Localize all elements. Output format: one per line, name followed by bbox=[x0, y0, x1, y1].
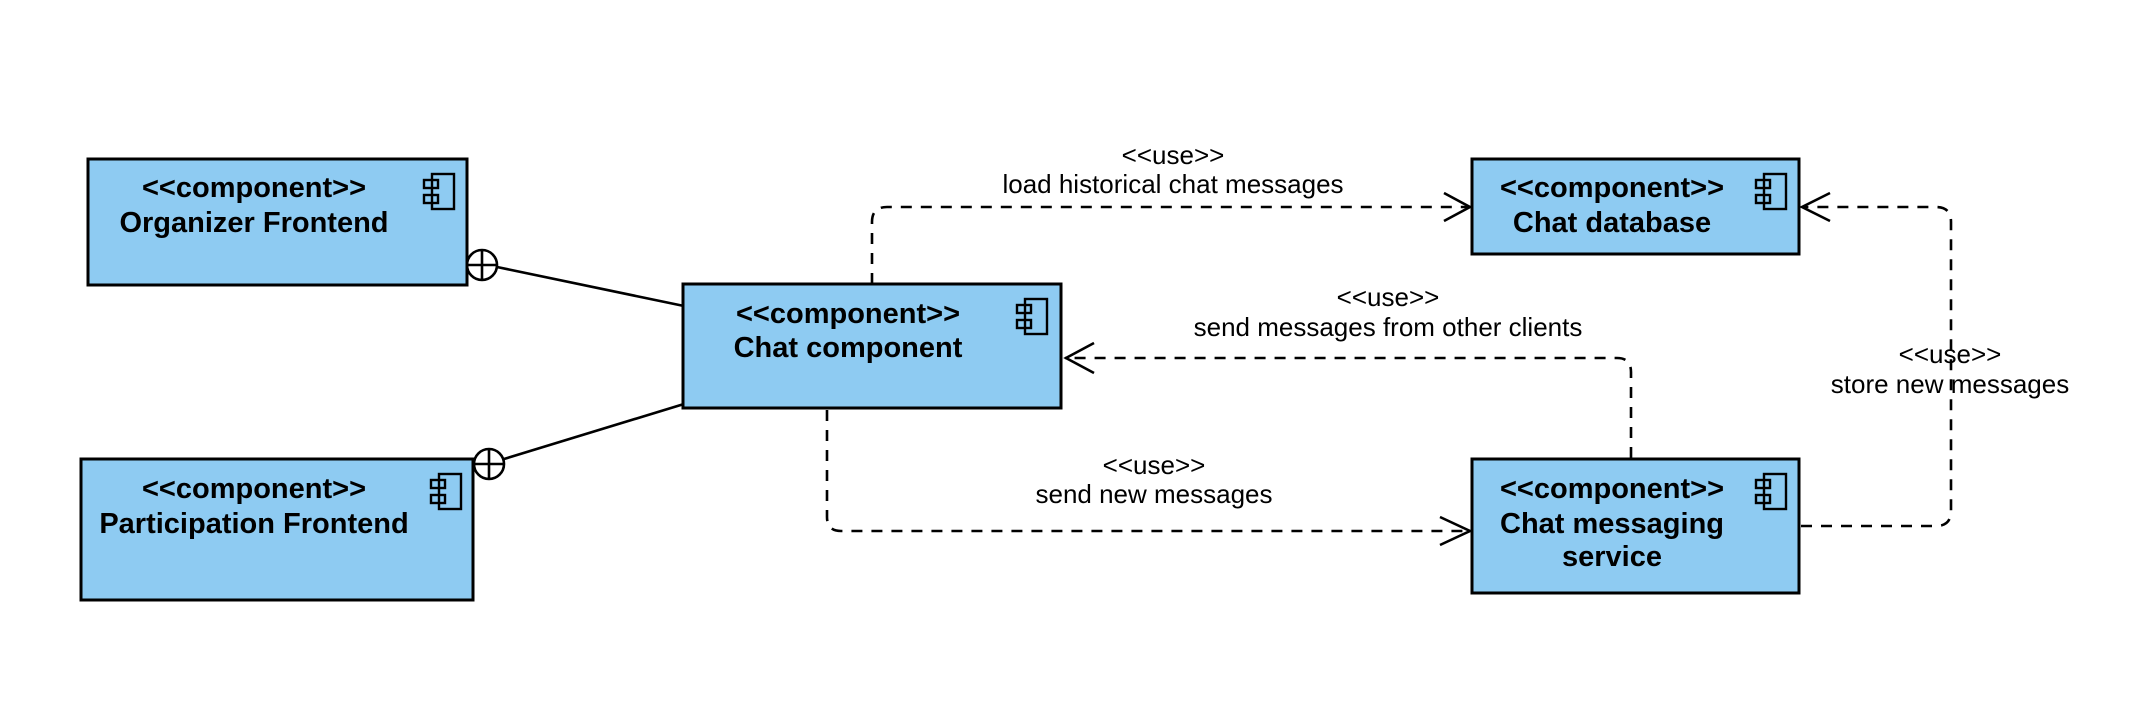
dependency-send-new-stereotype: <<use>> bbox=[1103, 450, 1206, 480]
component-stereotype: <<component>> bbox=[1500, 473, 1724, 505]
component-name: Chat component bbox=[734, 332, 963, 364]
dependency-store-new bbox=[1799, 191, 1953, 528]
component-icon bbox=[1754, 472, 1788, 511]
component-name: Organizer Frontend bbox=[119, 207, 388, 239]
component-stereotype: <<component>> bbox=[1500, 172, 1724, 204]
component-chat-component[interactable]: <<component>> Chat component bbox=[681, 282, 1063, 410]
dependency-load-history-label: load historical chat messages bbox=[1002, 169, 1343, 199]
component-chat-messaging-service[interactable]: <<component>> Chat messaging service bbox=[1470, 457, 1801, 595]
component-name: Participation Frontend bbox=[99, 508, 408, 540]
dependency-store-new-label: store new messages bbox=[1831, 369, 2069, 399]
dependency-send-from-others-label: send messages from other clients bbox=[1194, 312, 1583, 342]
open-arrowhead-icon bbox=[1799, 191, 1831, 223]
component-icon bbox=[1015, 297, 1049, 336]
dependency-store-new-stereotype: <<use>> bbox=[1899, 339, 2002, 369]
provided-interface-icon bbox=[472, 447, 506, 481]
dependency-send-new bbox=[825, 410, 1474, 547]
provided-interface-icon bbox=[465, 248, 499, 282]
dependency-load-history-stereotype: <<use>> bbox=[1122, 140, 1225, 170]
component-icon bbox=[1754, 172, 1788, 211]
dependency-load-history bbox=[870, 191, 1473, 284]
organizer-interface-link bbox=[465, 248, 685, 308]
component-name: Chat database bbox=[1513, 207, 1711, 239]
participation-interface-link bbox=[472, 402, 685, 481]
component-stereotype: <<component>> bbox=[142, 172, 366, 204]
component-name: Chat messaging bbox=[1500, 508, 1724, 540]
component-stereotype: <<component>> bbox=[736, 298, 960, 330]
component-participation-frontend[interactable]: <<component>> Participation Frontend bbox=[79, 457, 475, 602]
component-icon bbox=[422, 172, 456, 211]
dependency-send-from-others-stereotype: <<use>> bbox=[1337, 282, 1440, 312]
open-arrowhead-icon bbox=[1063, 341, 1095, 375]
open-arrowhead-icon bbox=[1439, 515, 1474, 547]
component-stereotype: <<component>> bbox=[142, 473, 366, 505]
open-arrowhead-icon bbox=[1443, 191, 1473, 223]
dependency-send-new-label: send new messages bbox=[1035, 479, 1272, 509]
component-chat-database[interactable]: <<component>> Chat database bbox=[1470, 157, 1801, 256]
component-icon bbox=[429, 472, 463, 511]
component-name: service bbox=[1562, 541, 1662, 573]
component-organizer-frontend[interactable]: <<component>> Organizer Frontend bbox=[86, 157, 469, 287]
dependency-send-from-others bbox=[1063, 341, 1633, 458]
